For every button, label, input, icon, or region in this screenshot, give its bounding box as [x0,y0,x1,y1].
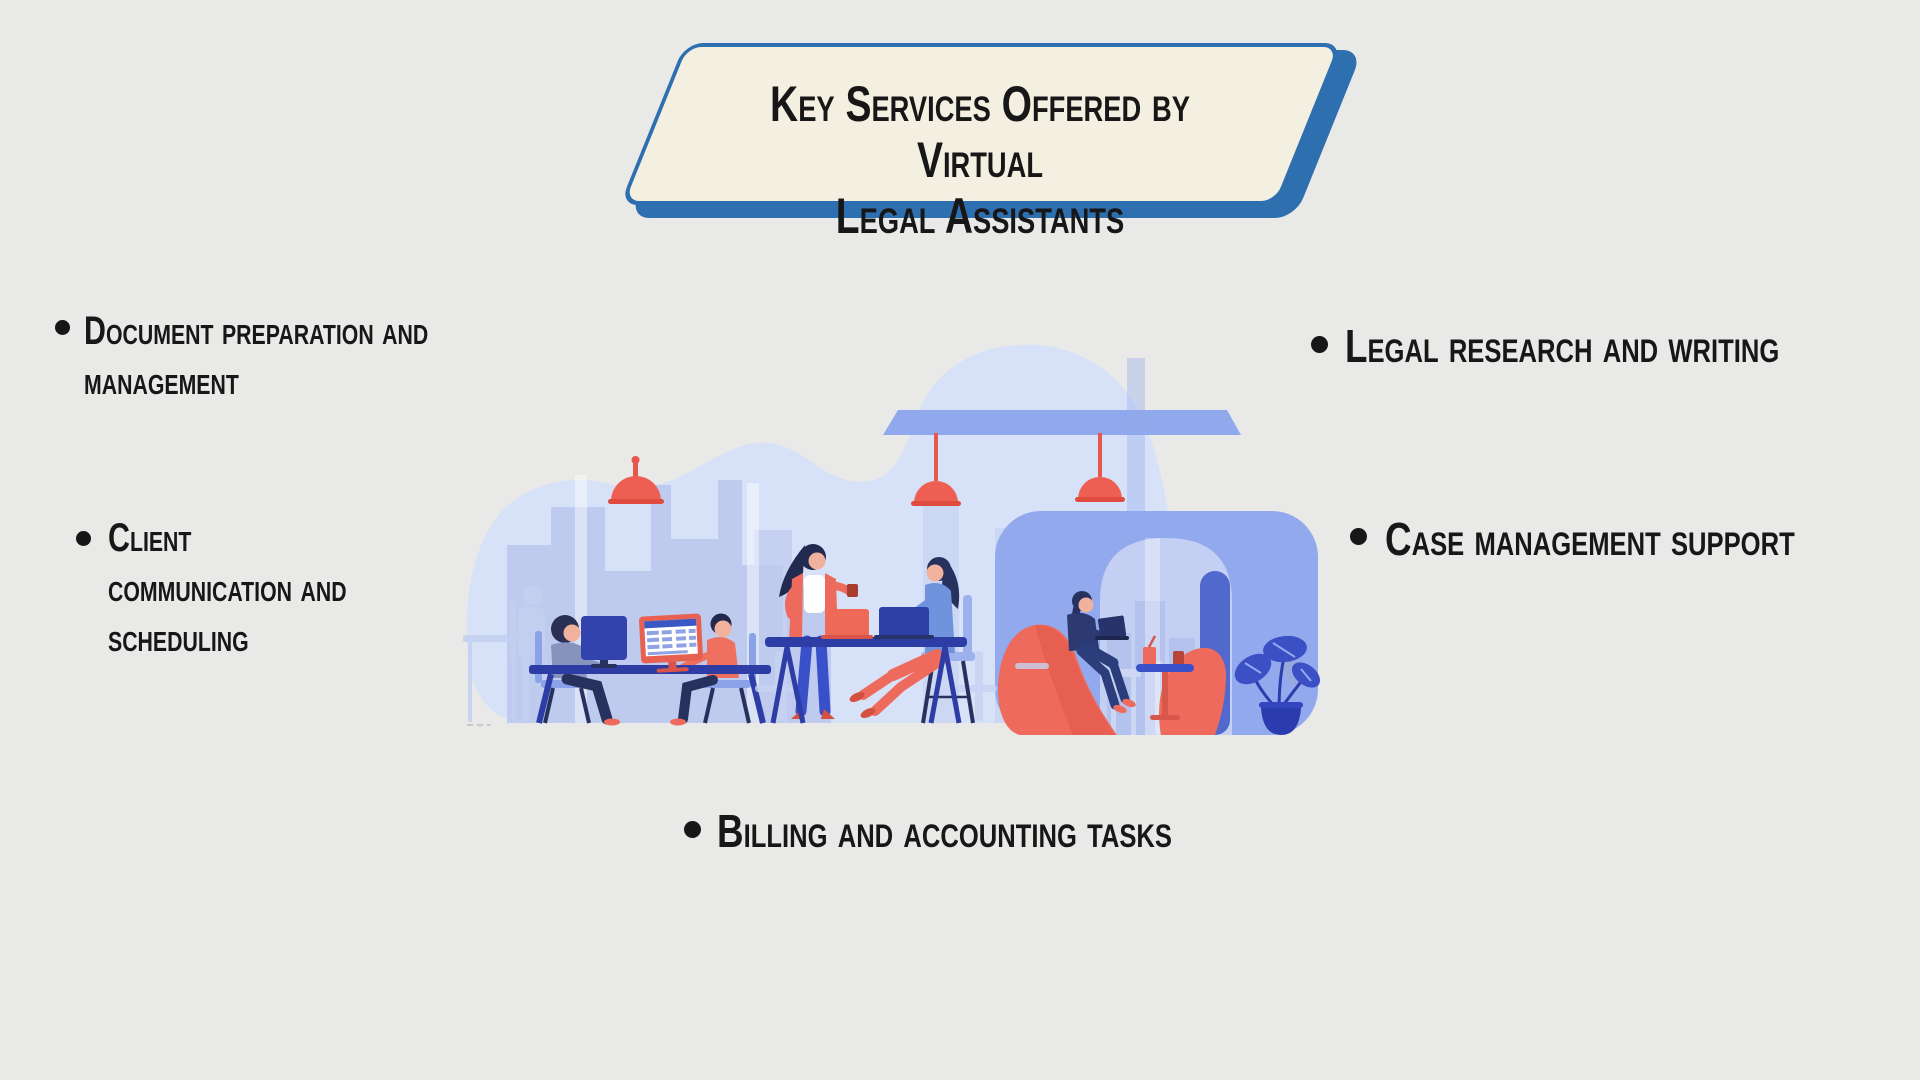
bullet-case-management: Case management support [1385,513,1795,565]
person-at-desktop [551,615,620,726]
background-worker-silhouette [463,585,547,722]
bullet-dot [55,320,70,335]
computer-desk-group [529,613,771,726]
standing-desk-group [765,544,975,724]
bullet-document-preparation: Document preparation and management [84,309,429,403]
ceiling-beam [883,410,1241,435]
coworking-office-illustration [463,344,1321,735]
page-title: Key Services Offered by Virtual Legal As… [770,76,1190,244]
bullet-dot [1311,336,1328,353]
laptop [1095,615,1129,640]
bullet-billing: Billing and accounting tasks [717,805,1172,857]
bullet-dot [1350,528,1367,545]
coffee-table [1136,635,1194,720]
bullet-legal-research: Legal research and writing [1345,320,1780,372]
pendant-lamp [608,456,664,504]
monitor [581,616,627,668]
coffee-cup [847,584,858,597]
laptop [821,609,873,639]
pendant-lamp [1075,433,1125,502]
pendant-lamp [911,433,961,506]
standing-desk [765,637,967,647]
monitor-spreadsheet [639,613,704,673]
bullet-dot [76,531,91,546]
person-on-bean-bag [1067,591,1136,714]
background-chairs [755,651,1049,721]
desk [529,665,771,674]
potted-plant [1234,635,1321,735]
bullet-dot [684,821,701,838]
drink-cup [1143,647,1156,665]
laptop [874,607,934,639]
bean-bag [997,624,1117,735]
bullet-client-communication: Client communication and scheduling [108,516,347,660]
window-strip [1127,358,1145,511]
coffee-cup [1173,651,1184,665]
